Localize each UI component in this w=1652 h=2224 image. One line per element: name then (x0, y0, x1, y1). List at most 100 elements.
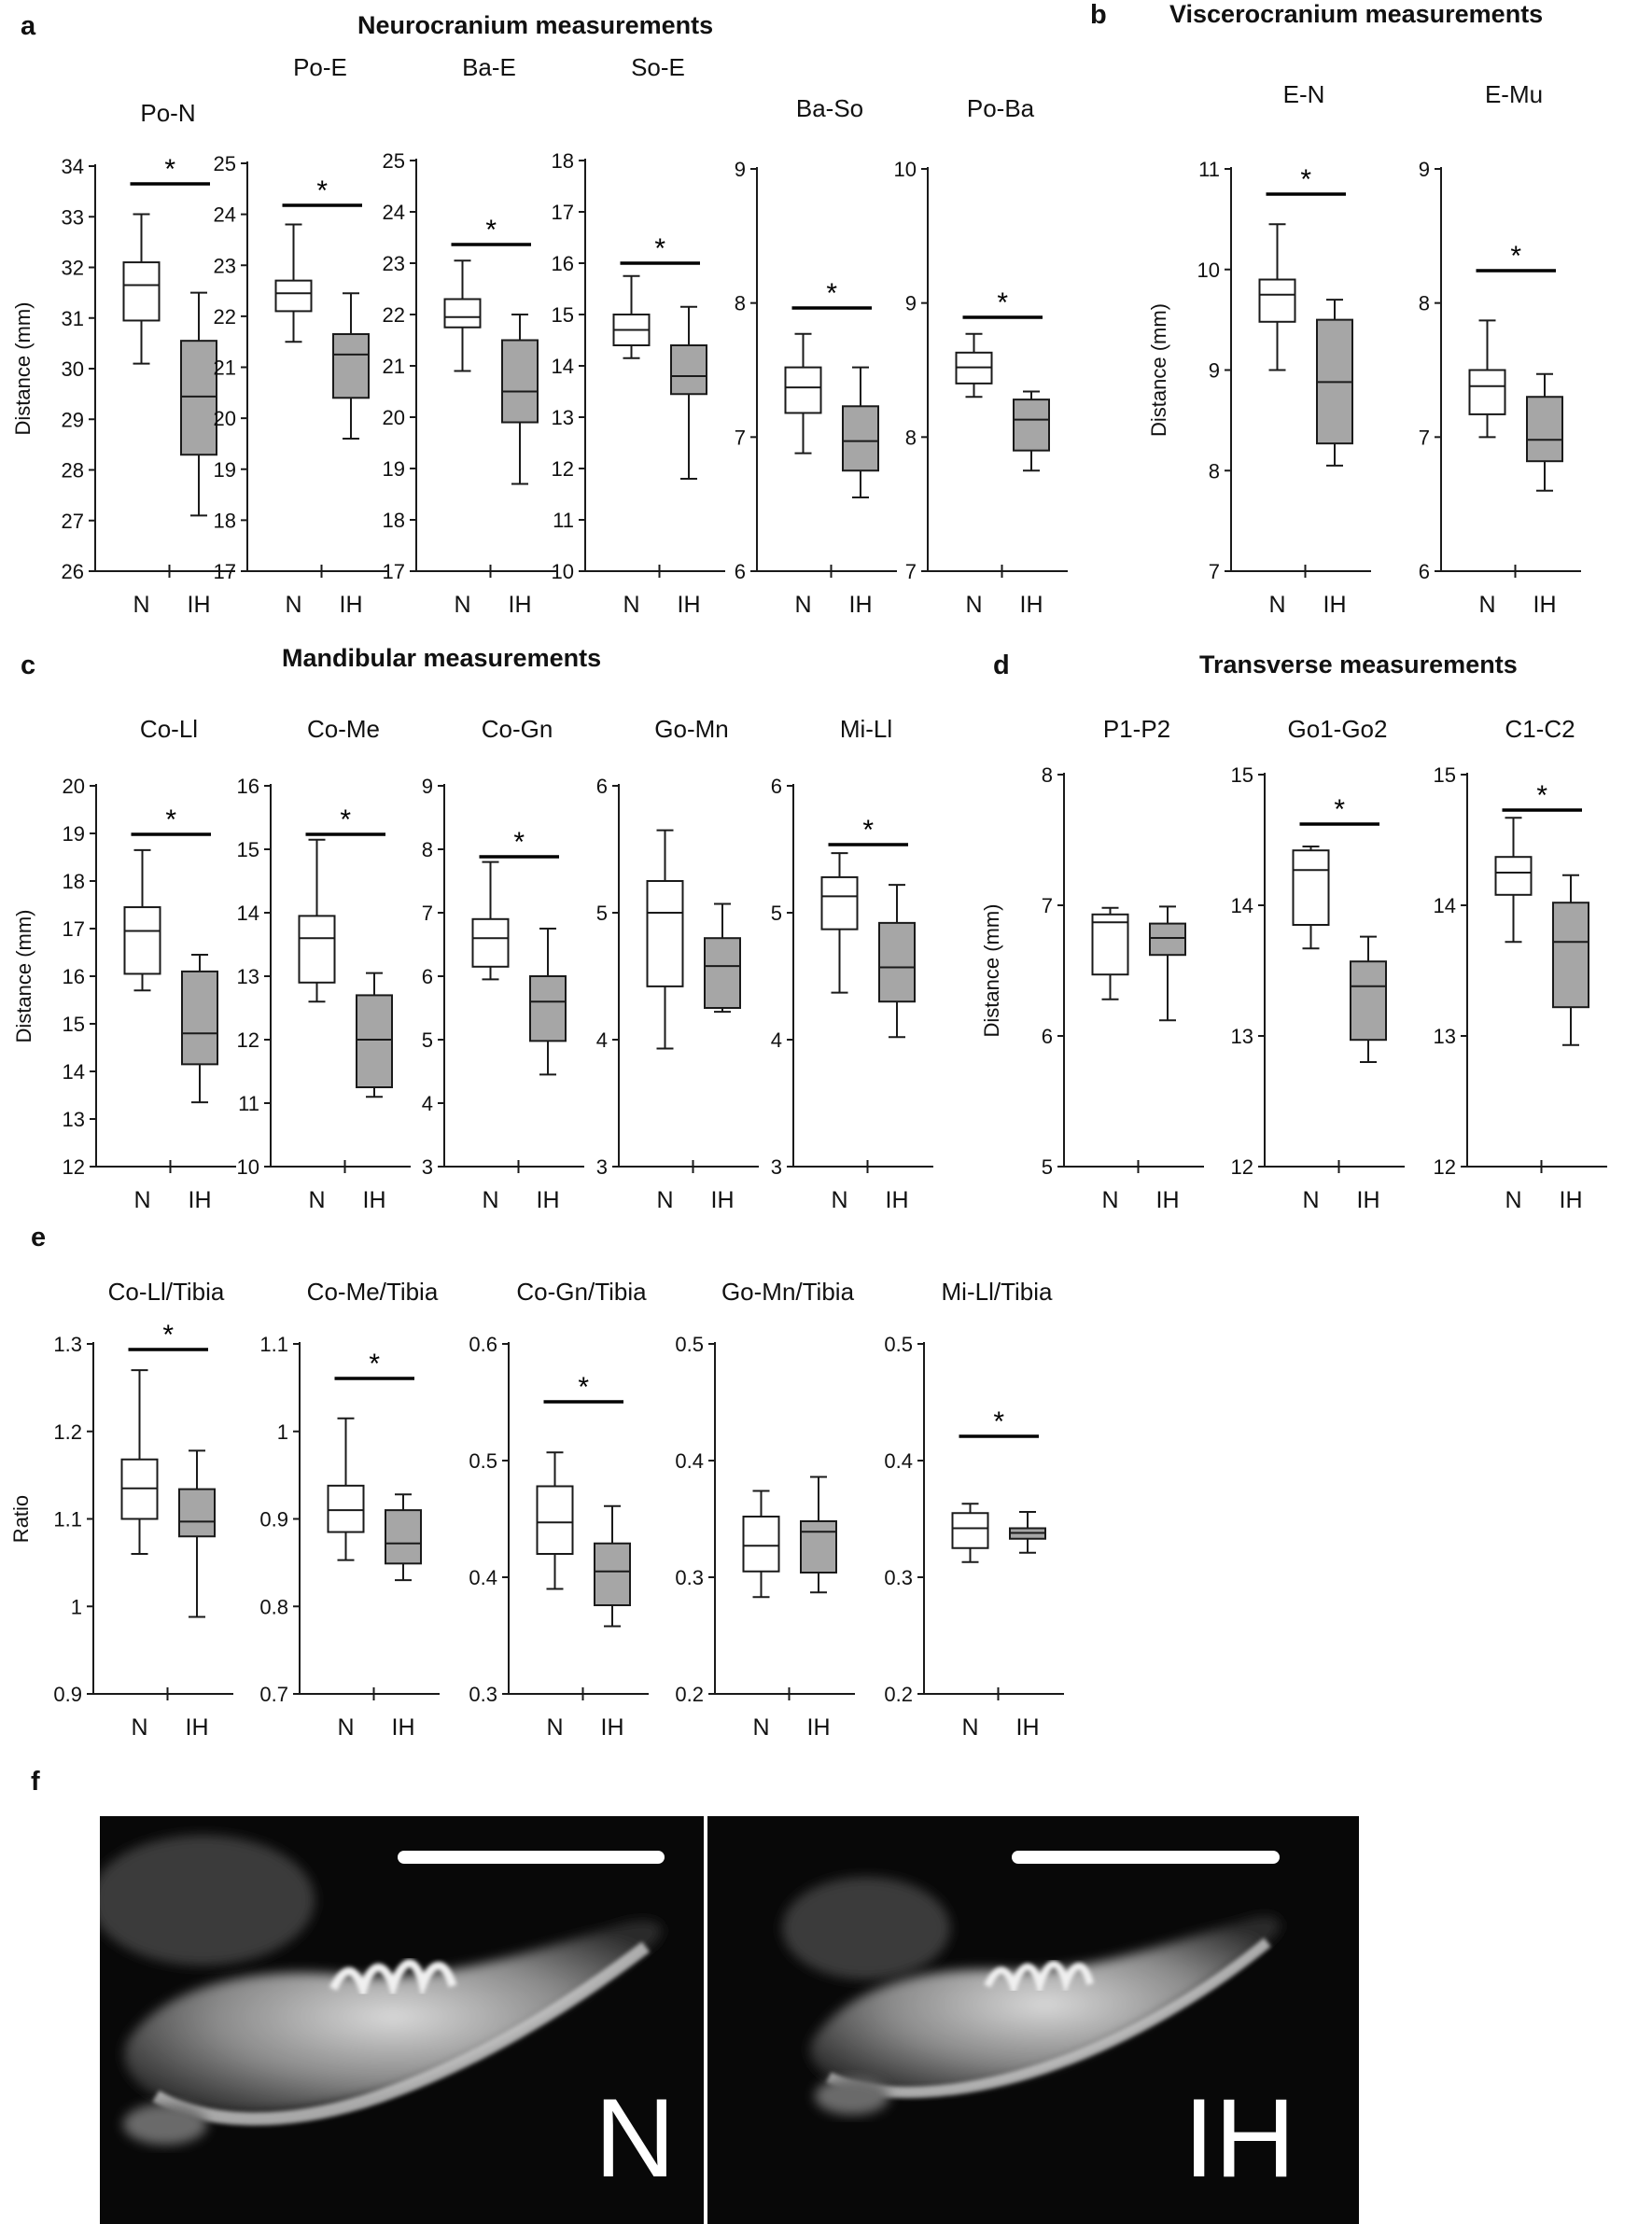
x-tick-label: N (656, 1187, 673, 1213)
significance-star: * (997, 287, 1008, 318)
chart-title: Go-Mn (654, 715, 728, 743)
y-tick-label: 0.5 (675, 1333, 704, 1356)
y-tick-label: 0.7 (259, 1683, 288, 1706)
box-ih (1149, 922, 1186, 957)
x-tick-label: N (794, 592, 811, 618)
y-tick-label: 16 (237, 775, 259, 798)
box-n (274, 279, 313, 313)
y-tick-label: 8 (1209, 459, 1220, 483)
y-tick-label: 0.3 (884, 1566, 913, 1589)
y-tick-label: 1.2 (53, 1420, 82, 1444)
y-tick-label: 4 (771, 1028, 782, 1052)
y-tick-label: 3 (771, 1155, 782, 1179)
xray-label-ih: IH (1183, 2076, 1295, 2201)
y-tick-label: 24 (383, 201, 405, 224)
y-tick-label: 9 (1419, 158, 1430, 181)
box-ih (178, 1488, 216, 1538)
y-tick-label: 15 (1434, 763, 1456, 787)
box-ih (529, 975, 567, 1042)
chart-title: P1-P2 (1103, 715, 1170, 743)
section-title-neurocranium: Neurocranium measurements (357, 11, 714, 39)
x-tick-label: IH (849, 592, 873, 618)
y-tick-label: 0.4 (884, 1449, 913, 1473)
y-tick-label: 23 (383, 252, 405, 275)
x-tick-label: N (1101, 1187, 1118, 1213)
y-tick-label: 5 (771, 902, 782, 925)
significance-star: * (1334, 794, 1345, 825)
y-tick-label: 7 (422, 902, 433, 925)
x-tick-label: N (1478, 592, 1495, 618)
y-tick-label: 15 (1231, 763, 1253, 787)
x-tick-label: N (546, 1714, 563, 1741)
y-tick-label: 16 (552, 252, 574, 275)
x-tick-label: IH (363, 1187, 386, 1213)
y-tick-label: 11 (238, 1092, 259, 1115)
x-tick-label: IH (1323, 592, 1347, 618)
panel-letter-e: e (31, 1223, 47, 1252)
y-tick-label: 0.5 (884, 1333, 913, 1356)
x-tick-label: IH (1020, 592, 1043, 618)
chart-title: Ba-E (462, 53, 516, 81)
scale-bar (1012, 1851, 1280, 1864)
box-ih (1350, 960, 1387, 1042)
y-tick-label: 9 (422, 775, 433, 798)
y-tick-label: 0.2 (884, 1683, 913, 1706)
x-tick-label: IH (509, 592, 532, 618)
y-tick-label: 12 (1231, 1155, 1253, 1179)
y-tick-label: 10 (894, 158, 917, 181)
x-tick-label: IH (340, 592, 363, 618)
y-tick-label: 0.3 (675, 1566, 704, 1589)
y-tick-label: 7 (905, 560, 917, 583)
y-tick-label: 3 (422, 1155, 433, 1179)
box-n (784, 366, 822, 414)
significance-star: * (165, 804, 176, 835)
box-n (1468, 369, 1506, 415)
y-tick-label: 33 (62, 205, 84, 229)
y-tick-label: 8 (905, 426, 917, 449)
y-tick-label: 29 (62, 408, 84, 431)
x-tick-label: N (831, 1187, 847, 1213)
y-tick-label: 9 (1209, 359, 1220, 383)
significance-star: * (316, 175, 328, 206)
xray-image-ih: IH (707, 1816, 1359, 2224)
x-tick-label: IH (886, 1187, 909, 1213)
y-tick-label: 15 (237, 838, 259, 861)
x-tick-label: IH (1560, 1187, 1583, 1213)
box-n (820, 875, 859, 930)
chart-title: E-N (1283, 80, 1325, 108)
significance-star: * (340, 804, 351, 835)
y-tick-label: 9 (905, 292, 917, 315)
chart-title: E-Mu (1485, 80, 1543, 108)
y-tick-label: 0.9 (53, 1683, 82, 1706)
x-tick-label: IH (392, 1714, 415, 1741)
y-tick-label: 17 (63, 917, 85, 941)
xray-label-normoxia: N (595, 2076, 676, 2201)
y-tick-label: 16 (63, 965, 85, 988)
y-tick-label: 12 (237, 1028, 259, 1052)
panel-letter-a: a (21, 11, 36, 41)
box-ih (704, 937, 741, 1010)
y-tick-label: 8 (1419, 292, 1430, 315)
x-tick-label: IH (601, 1714, 624, 1741)
chart-title: Ba-So (796, 94, 863, 122)
y-tick-label: 25 (214, 152, 236, 175)
y-tick-label: 21 (214, 357, 236, 380)
y-tick-label: 4 (422, 1092, 433, 1115)
y-tick-label: 22 (383, 303, 405, 327)
chart-title: Mi-Ll (840, 715, 892, 743)
box-n (298, 915, 336, 984)
y-tick-label: 0.9 (259, 1508, 288, 1532)
panel-letter-c: c (21, 650, 36, 680)
box-ih (1013, 399, 1050, 452)
box-ih (501, 339, 539, 424)
box-n (742, 1516, 780, 1573)
x-tick-label: IH (807, 1714, 831, 1741)
chart-title: Go1-Go2 (1288, 715, 1388, 743)
y-tick-label: 0.4 (469, 1566, 497, 1589)
chart-title: Po-N (140, 99, 195, 127)
box-n (122, 261, 161, 322)
y-tick-label: 15 (552, 303, 574, 327)
x-tick-label: N (1268, 592, 1285, 618)
y-tick-label: 10 (552, 560, 574, 583)
significance-star: * (485, 215, 497, 245)
